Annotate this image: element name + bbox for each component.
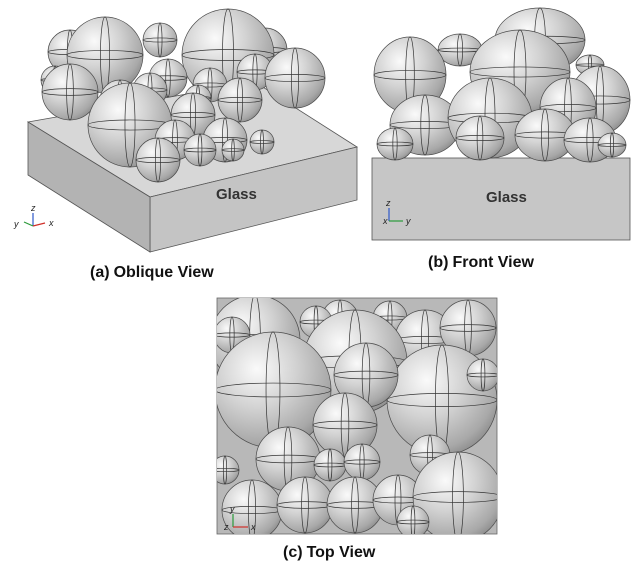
sphere-cluster-front [373,7,631,163]
axis-triad-top: y z x [223,504,256,532]
glass-label-oblique: Glass [216,186,257,203]
sphere [221,138,245,162]
glass-label-front: Glass [486,189,527,206]
sphere [396,505,430,534]
sphere [376,127,414,161]
sphere [142,22,178,58]
axis-label-y: y [229,504,235,514]
sphere [343,443,381,481]
sphere [412,451,497,534]
sphere [41,63,99,121]
glass-side-face [27,121,151,253]
axis-label-y: y [405,216,411,226]
panel-front: Glass z x y (b)Front View [371,7,631,271]
sphere [597,132,627,158]
sphere [514,108,576,162]
sphere [217,77,263,123]
panel-top: y z x (c)Top View [216,297,498,561]
caption-front: (b)Front View [428,254,534,271]
axis-triad-oblique: y z x [13,203,54,229]
sphere-cluster-top [217,298,497,534]
sphere [373,36,447,114]
panel-oblique: Glass y z x (a)Oblique View [13,8,359,281]
sphere [217,455,240,485]
axis-label-x: x [48,218,54,228]
sphere [312,392,378,458]
sphere [313,448,347,482]
axis-label-z: z [30,203,36,213]
sphere [276,476,334,534]
axis-label-z: z [385,198,391,208]
sphere-cluster-oblique [40,8,326,183]
axis-label-y: y [13,219,19,229]
axis-triad-front: z x y [382,198,411,226]
caption-oblique: (a)Oblique View [90,264,214,281]
caption-top: (c)Top View [283,544,376,561]
sphere [466,358,497,392]
axis-label-x: x [250,522,256,532]
sphere [326,476,384,534]
sphere [249,129,275,155]
sphere [183,133,217,167]
axis-label-x: x [382,216,388,226]
sphere [135,137,181,183]
axis-label-z: z [223,522,229,532]
sphere [455,115,505,161]
glass-substrate-front [371,157,631,241]
sphere [264,47,326,109]
